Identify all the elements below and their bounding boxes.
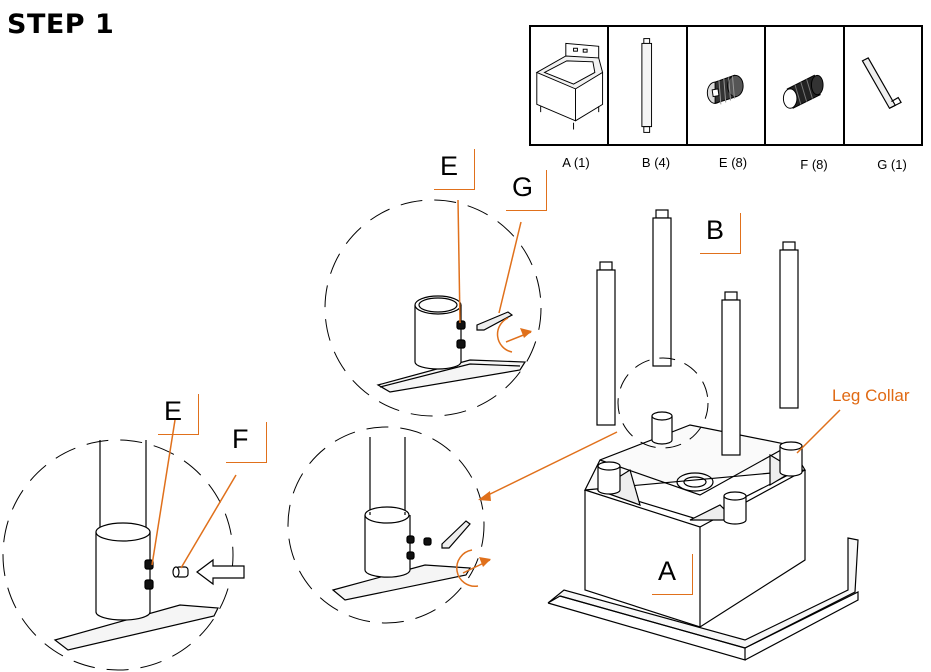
callout-f-left-label: F [232, 424, 249, 454]
leader-lines [151, 199, 841, 587]
part-cell-b [609, 27, 688, 144]
part-cell-a [531, 27, 610, 144]
callout-bracket [226, 422, 267, 463]
callout-a-label: A [658, 556, 677, 586]
step-title: STEP 1 [7, 9, 115, 40]
sink-assembly [547, 411, 859, 661]
callout-bracket [158, 394, 199, 435]
legs [596, 209, 799, 456]
part-label-b: B (4) [641, 155, 671, 170]
callout-f-left: F [226, 422, 267, 463]
sink-icon [535, 42, 604, 130]
callout-e-left-label: E [164, 396, 183, 426]
hex-key-icon [861, 57, 902, 109]
leg-collar-label: Leg Collar [832, 386, 910, 405]
part-label-e: E (8) [718, 155, 748, 170]
set-screw-icon [706, 74, 744, 105]
callout-b-label: B [706, 215, 725, 245]
part-cell-f [766, 27, 845, 144]
leg-pipe-icon [641, 38, 653, 133]
callout-e-left: E [158, 394, 199, 435]
callout-e-top: E [434, 149, 475, 190]
callout-a: A [652, 554, 693, 595]
callout-bracket [700, 213, 741, 254]
screw-plug-icon [783, 74, 824, 109]
callout-bracket [506, 170, 547, 211]
detail-circle-top [324, 199, 542, 417]
parts-table [529, 25, 923, 146]
part-label-g: G (1) [877, 157, 907, 172]
detail-circle-middle [287, 426, 485, 624]
part-label-f: F (8) [800, 157, 828, 172]
detail-circle-left [2, 439, 245, 671]
callout-bracket [434, 149, 475, 190]
part-cell-e [688, 27, 767, 144]
arrow-heads [478, 328, 532, 567]
callout-g-top: G [506, 170, 547, 211]
callout-g-top-label: G [512, 172, 534, 202]
callout-bracket [652, 554, 693, 595]
zoom-circle [617, 357, 709, 449]
part-cell-g [845, 27, 921, 144]
part-label-a: A (1) [562, 155, 590, 170]
callout-e-top-label: E [440, 151, 459, 181]
callout-b: B [700, 213, 741, 254]
